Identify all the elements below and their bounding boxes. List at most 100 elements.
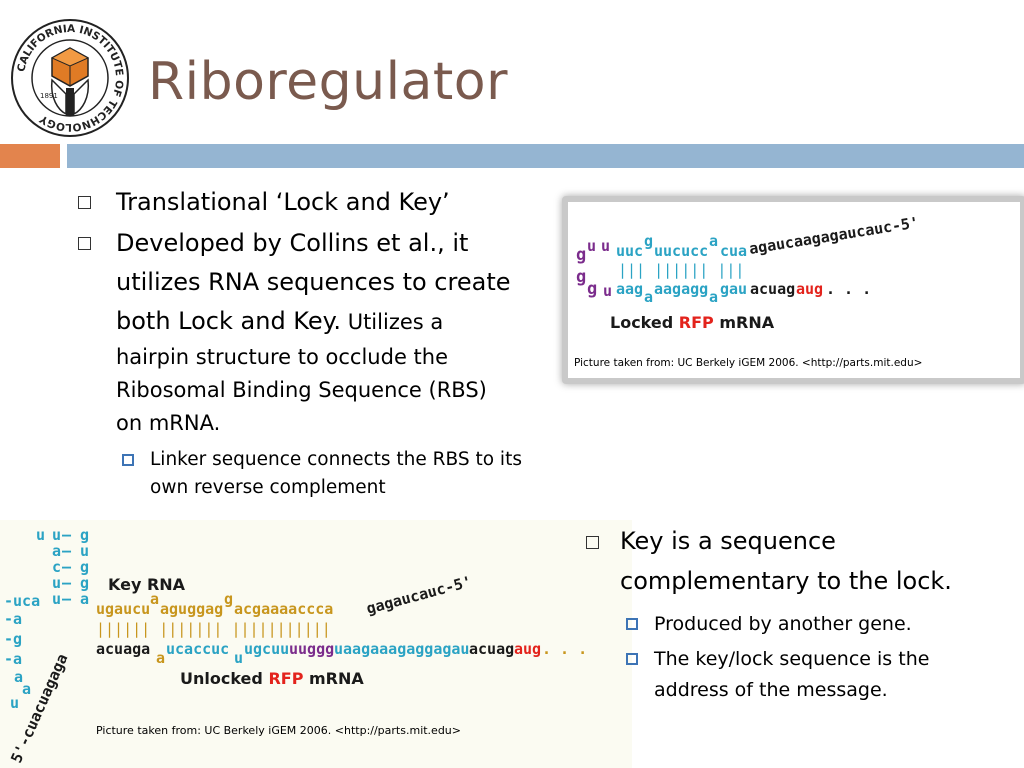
locked-rfp-figure: g u u g g u uuc g uucucc a cua agaucaaga… — [562, 196, 1024, 384]
key-seq: aguggag — [160, 600, 223, 618]
key-left-chain-base: -a — [4, 650, 22, 668]
key-seq: ugaucu — [96, 600, 150, 618]
key-bulge: a — [150, 590, 159, 608]
blue-square-bullet-icon — [626, 653, 638, 665]
sub-bullet-linker: Linker sequence connects the RBS to its … — [78, 446, 568, 502]
key-stem-base: u — [52, 574, 61, 592]
key-left-chain-base: a — [14, 668, 23, 686]
bullet-lock-and-key: Translational ‘Lock and Key’ — [78, 183, 568, 222]
key-stem-base: g — [80, 574, 89, 592]
lock-top-seq: uuc — [616, 242, 643, 260]
key-stem-base: u — [80, 542, 89, 560]
lock-base-pairs: ||| |||||| ||| — [618, 261, 744, 279]
loop-base: u — [587, 237, 596, 255]
key-bulge: g — [224, 590, 233, 608]
logo-year: 1891 — [40, 92, 58, 100]
mrna-seq: acuag — [469, 640, 514, 658]
key-left-chain-base: a — [22, 680, 31, 698]
bullet-text: Developed by Collins et al., it — [116, 229, 469, 257]
key-seq: acgaaaaccca — [234, 600, 333, 618]
lock-top-bulge: g — [644, 232, 653, 250]
bullet-text-small: Ribosomal Binding Sequence (RBS) — [116, 378, 487, 402]
bullet-key-sequence: Key is a sequence complementary to the l… — [586, 521, 1006, 601]
lock-bottom-bulge: a — [709, 288, 718, 306]
loop-base: g — [587, 279, 597, 299]
unlocked-rfp-label: Unlocked RFP mRNA — [180, 669, 364, 688]
blue-square-bullet-icon — [122, 454, 134, 466]
key-stem-pair: — — [62, 558, 72, 576]
mrna-start-codon: aug — [514, 640, 541, 658]
key-stem-base: u — [52, 590, 61, 608]
hollow-square-bullet-icon — [78, 196, 91, 209]
lock-top-seq: uucucc — [654, 242, 708, 260]
lock-bottom-seq: gau — [720, 280, 747, 298]
lock-bottom-tail: acuag — [750, 280, 795, 298]
mrna-bulge: u — [234, 649, 243, 667]
mrna-seq: ugcuu — [244, 640, 289, 658]
bullet-text-small: Utilizes a — [341, 310, 444, 334]
lock-bottom-bulge: a — [644, 288, 653, 306]
mrna-seq: acuaga — [96, 640, 150, 658]
key-base-pairs: |||||| ||||||| ||||||||||| — [96, 620, 331, 638]
lock-top-seq: cua — [720, 242, 747, 260]
sub-bullet-text: Produced by another gene. — [654, 613, 912, 635]
caltech-seal-logo: CALIFORNIA INSTITUTE OF TECHNOLOGY 1891 — [10, 18, 130, 138]
sub-bullet-text: own reverse complement — [150, 477, 386, 498]
lock-bottom-seq: aag — [616, 280, 643, 298]
loop-base: g — [576, 245, 586, 265]
locked-rfp-label: Locked RFP mRNA — [610, 313, 775, 332]
sub-bullet-address: The key/lock sequence is the address of … — [586, 644, 1006, 706]
key-stem-left: -uca — [4, 592, 40, 610]
key-rna-title: Key RNA — [108, 575, 186, 594]
key-stem-pair: — — [62, 526, 72, 544]
loop-base: g — [576, 267, 586, 287]
key-stem-base: c — [52, 558, 61, 576]
key-stem-pair: — — [62, 542, 72, 560]
bullet-text: utilizes RNA sequences to create — [116, 268, 511, 296]
mrna-bulge: a — [156, 649, 165, 667]
left-bullet-list: Translational ‘Lock and Key’ Developed b… — [78, 183, 568, 502]
key-stem-pair: — — [62, 574, 72, 592]
key-stem-base: a — [80, 590, 89, 608]
lock-ellipsis: . . . — [826, 280, 871, 298]
key-left-chain-base: u — [10, 694, 19, 712]
key-left-chain-base: -g — [4, 630, 22, 648]
blue-accent-bar — [67, 144, 1024, 168]
bullet-text-small: hairpin structure to occlude the — [116, 345, 449, 369]
key-left-chain-base: -a — [4, 610, 22, 628]
sub-bullet-text: The key/lock sequence is the — [654, 648, 930, 670]
bullet-text: Key is a sequence — [620, 527, 836, 555]
key-stem-base: g — [80, 526, 89, 544]
orange-accent-bar — [0, 144, 60, 168]
key-stem-base: a — [52, 542, 61, 560]
bullet-text: complementary to the lock. — [620, 567, 952, 595]
locked-figure-caption: Picture taken from: UC Berkely iGEM 2006… — [574, 357, 923, 369]
hollow-square-bullet-icon — [78, 237, 91, 250]
slide-title: Riboregulator — [148, 52, 508, 112]
mrna-seq: ucaccuc — [166, 640, 229, 658]
key-figure-caption: Picture taken from: UC Berkely iGEM 2006… — [96, 724, 461, 737]
blue-square-bullet-icon — [626, 618, 638, 630]
bullet-text: both Lock and Key. — [116, 307, 342, 335]
hollow-square-bullet-icon — [586, 536, 599, 549]
key-stem-pair: — — [62, 590, 72, 608]
lock-bottom-seq: aagagg — [654, 280, 708, 298]
sub-bullet-produced: Produced by another gene. — [586, 609, 1006, 640]
key-stem-base: g — [80, 558, 89, 576]
mrna-ellipsis: . . . — [542, 640, 587, 658]
loop-base: u — [601, 237, 610, 255]
bullet-collins: Developed by Collins et al., it utilizes… — [78, 224, 568, 440]
key-tail: gagaucauc-5' — [364, 572, 473, 617]
key-loop-base: u — [36, 526, 45, 544]
loop-base: u — [603, 282, 612, 300]
key-stem-base: u — [52, 526, 61, 544]
bullet-text: Translational ‘Lock and Key’ — [116, 188, 450, 216]
bullet-text-small: on mRNA. — [116, 411, 221, 435]
sub-bullet-text: Linker sequence connects the RBS to its — [150, 449, 522, 470]
lock-top-tail: agaucaagagaucauc-5' — [748, 213, 920, 258]
lock-top-bulge: a — [709, 232, 718, 250]
lock-start-codon: aug — [796, 280, 823, 298]
right-bullet-list: Key is a sequence complementary to the l… — [586, 521, 1006, 706]
mrna-seq: uaagaaagaggagau — [334, 640, 469, 658]
